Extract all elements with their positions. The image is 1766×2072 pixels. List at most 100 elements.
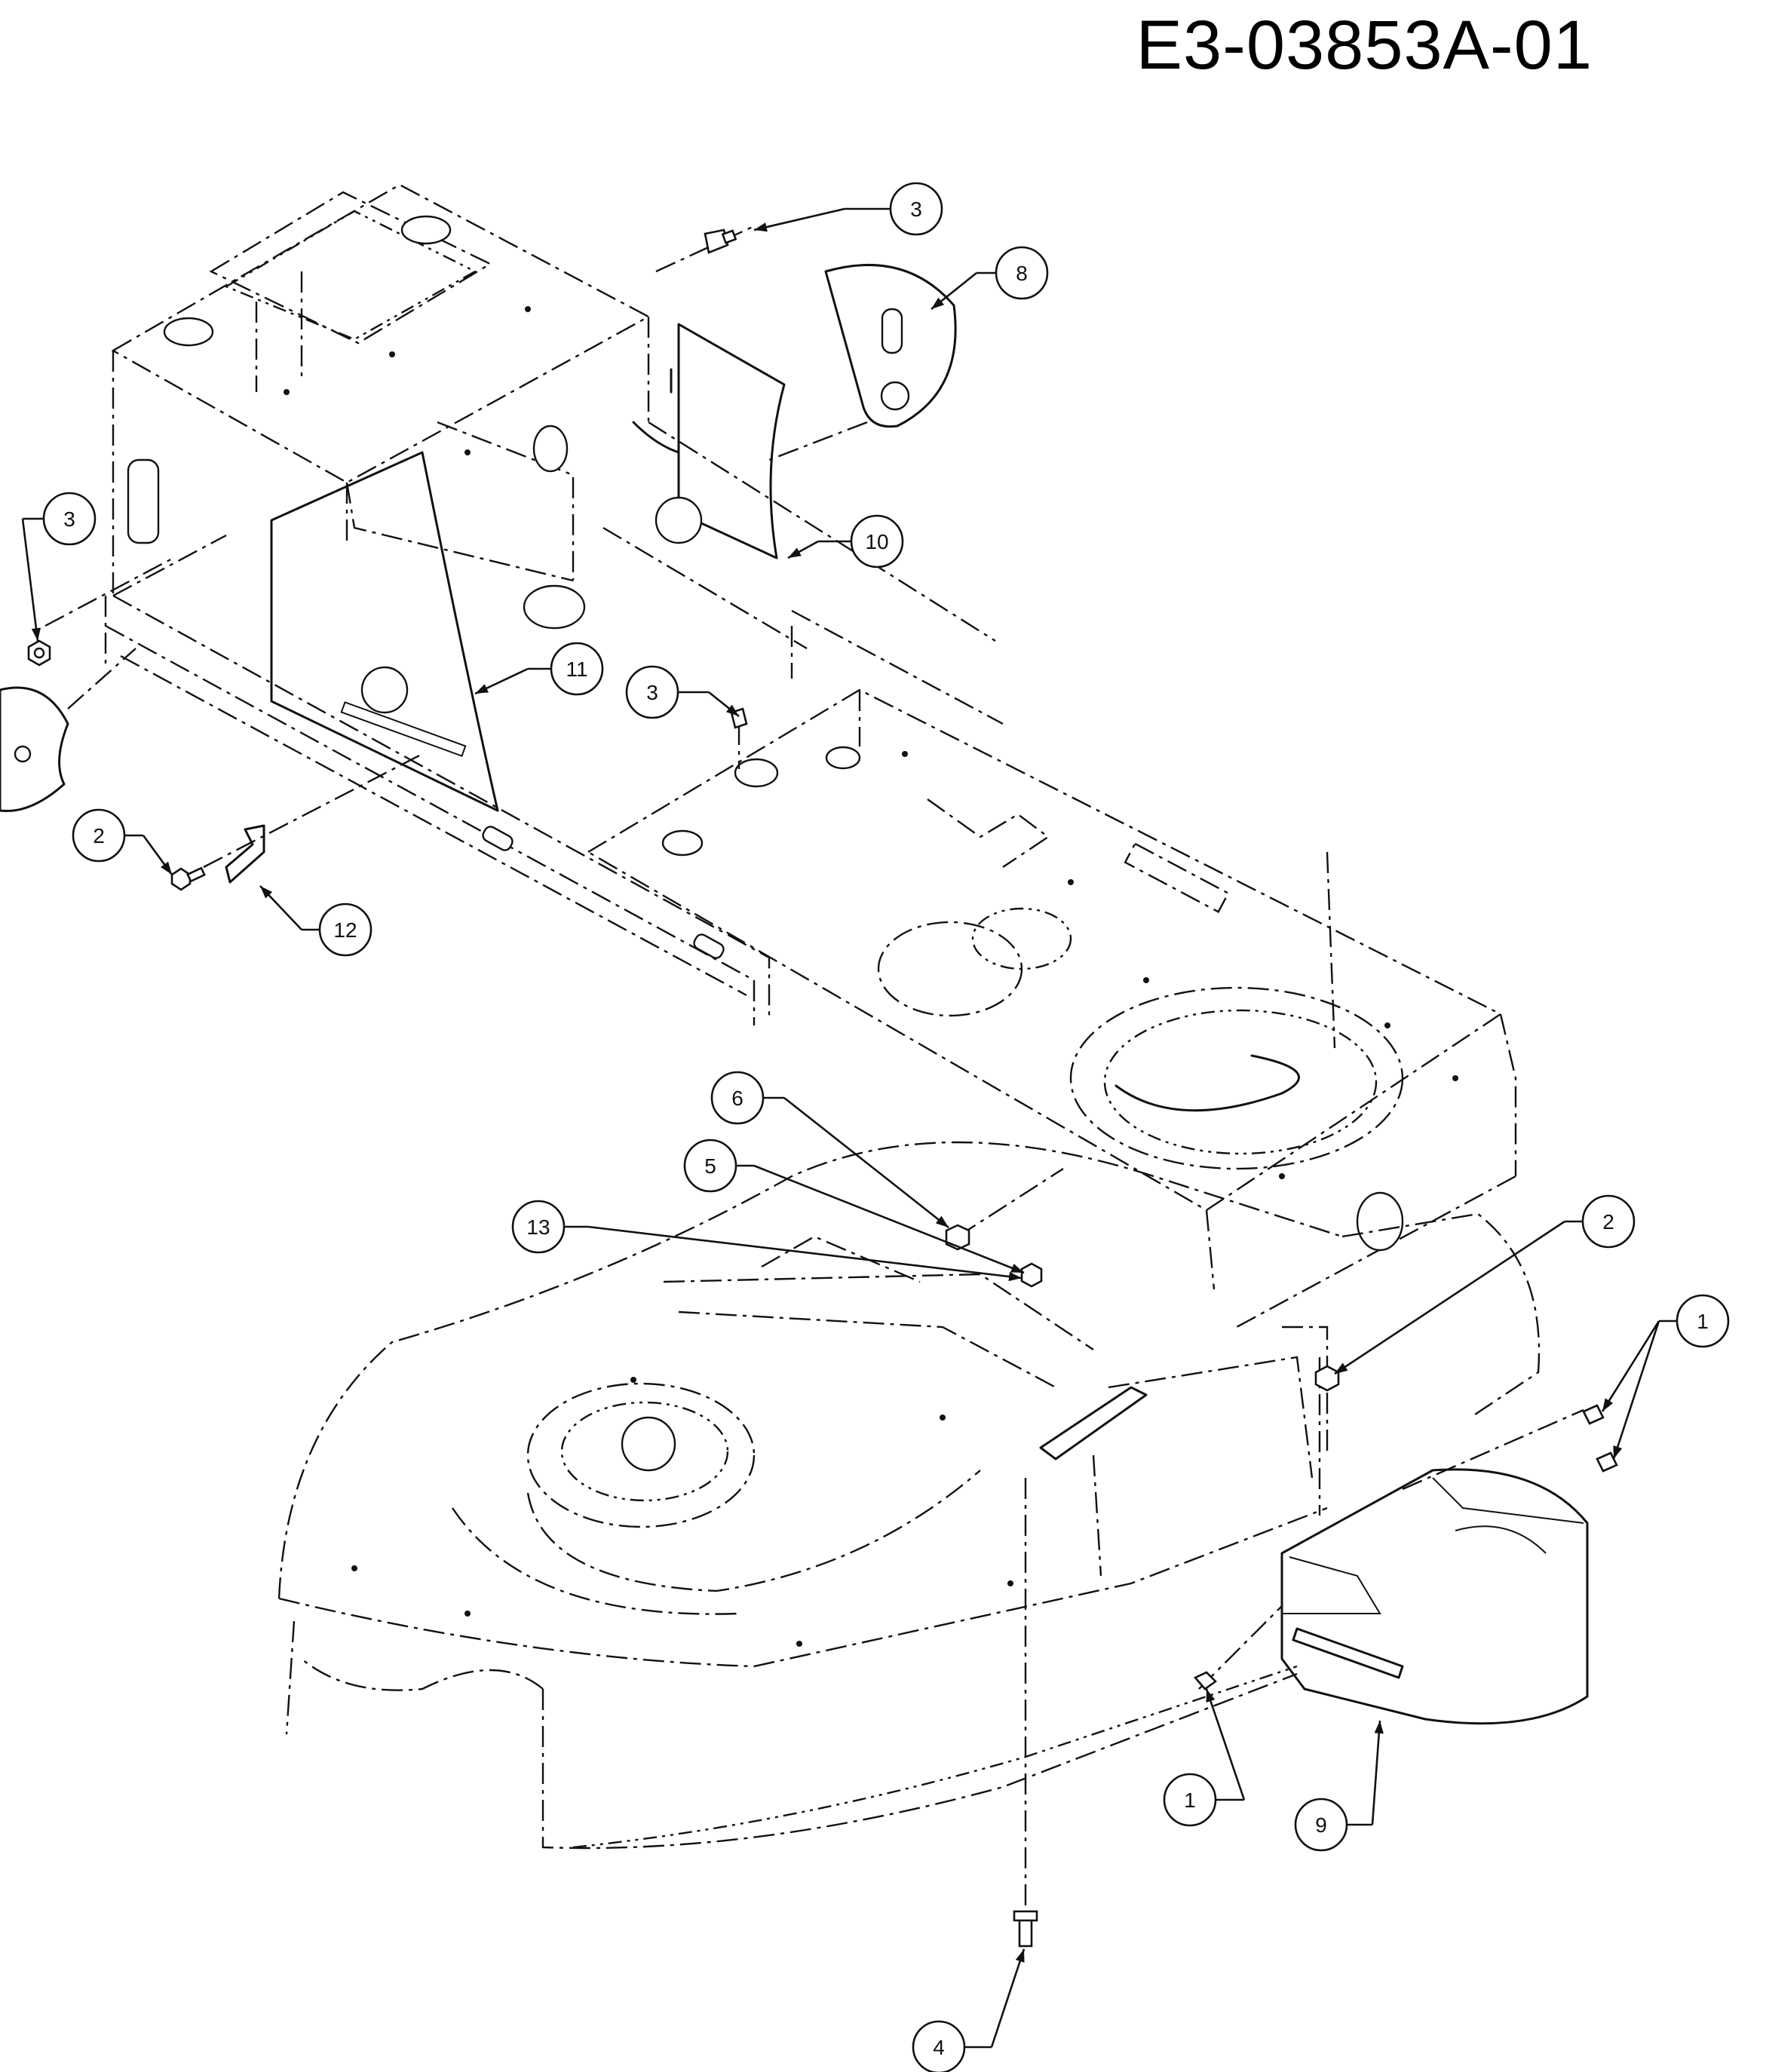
callout-label: 3 <box>910 198 922 221</box>
bolt-4 <box>1013 1910 1038 1948</box>
leader-arrow <box>935 1215 949 1228</box>
leader-arrow <box>1010 1264 1024 1273</box>
callout-3: 3 <box>753 182 943 236</box>
callout-2: 2 <box>1334 1194 1636 1375</box>
callout-circle <box>683 1139 737 1193</box>
bolt-1-middle <box>1596 1451 1618 1473</box>
callout-circle <box>550 642 604 696</box>
callout-1: 1 <box>1601 1294 1730 1460</box>
bolt-2-left <box>170 866 206 891</box>
callout-circle <box>1294 1798 1348 1852</box>
leader-line <box>1334 1220 1565 1375</box>
leader-arrow <box>260 886 273 899</box>
callout-label: 10 <box>865 530 888 553</box>
callout-circle <box>1581 1194 1636 1249</box>
callout-label: 3 <box>63 507 75 531</box>
leader-line <box>1601 1320 1660 1412</box>
callout-label: 8 <box>1016 262 1028 285</box>
callout-label: 2 <box>93 824 105 847</box>
callout-label: 1 <box>1697 1310 1709 1333</box>
leader-arrow <box>1613 1445 1623 1459</box>
discharge-chute-9 <box>1280 1468 1589 1725</box>
side-bracket-10 <box>632 323 786 559</box>
callout-label: 5 <box>704 1154 716 1178</box>
callout-10: 10 <box>787 514 904 569</box>
leader-line <box>753 1164 1025 1274</box>
callout-8: 8 <box>931 246 1049 311</box>
mower-deck <box>277 1141 1541 1850</box>
callout-5: 5 <box>683 1139 1025 1274</box>
leader-arrow <box>1008 1271 1022 1282</box>
callout-label: 4 <box>933 2036 945 2059</box>
callout-label: 1 <box>1184 1788 1196 1812</box>
callout-circle <box>1163 1773 1217 1827</box>
leader-arrow <box>161 861 172 875</box>
leader-arrow <box>725 704 739 716</box>
small-plate-left <box>0 686 69 813</box>
leader-line <box>753 207 845 231</box>
callout-circle <box>889 182 943 236</box>
callout-circle <box>995 246 1049 300</box>
leader-arrow <box>31 627 41 641</box>
plate-8 <box>824 263 957 428</box>
assembly-lines <box>44 225 1584 1915</box>
callout-label: 3 <box>646 681 658 704</box>
bolt-1-upper <box>1582 1404 1605 1425</box>
bolt-1-lower <box>1193 1671 1218 1690</box>
leader-line <box>990 1948 1026 2048</box>
callout-12: 12 <box>259 885 373 957</box>
callout-3: 3 <box>21 492 97 642</box>
leader-arrow <box>1374 1721 1384 1734</box>
leader-arrow <box>1015 1949 1025 1963</box>
bolt-2-right <box>1314 1365 1340 1392</box>
callout-circle <box>511 1200 566 1254</box>
callout-2: 2 <box>72 808 173 875</box>
callout-label: 12 <box>333 918 357 942</box>
callout-label: 11 <box>566 657 587 681</box>
rear-frame-box <box>111 183 651 630</box>
side-shield-11 <box>270 451 499 812</box>
fasteners <box>27 228 1618 1948</box>
callout-circle <box>710 1071 765 1125</box>
callout-circle <box>850 514 904 569</box>
leader-line <box>1612 1320 1660 1460</box>
callout-circle <box>625 665 679 719</box>
callout-4: 4 <box>912 1948 1026 2072</box>
callout-circle <box>318 903 373 957</box>
leader-arrow <box>1602 1398 1614 1411</box>
callout-circle <box>1676 1294 1730 1348</box>
leader-line <box>21 518 39 642</box>
clip-bracket-12 <box>225 824 265 884</box>
right-frame-rail <box>602 421 1004 725</box>
callout-11: 11 <box>474 642 604 696</box>
leader-arrow <box>1335 1362 1348 1374</box>
callout-13: 13 <box>511 1200 1023 1282</box>
callout-circle <box>72 808 126 863</box>
callout-circle <box>912 2020 966 2072</box>
callout-circle <box>42 492 97 546</box>
leader-arrow <box>1206 1689 1216 1703</box>
leader-line <box>587 1225 1023 1280</box>
bolt-3-top <box>704 228 737 254</box>
drawing-number: E3-03853A-01 <box>1136 7 1593 84</box>
callout-3: 3 <box>625 665 740 719</box>
leader-arrow <box>788 547 802 558</box>
callout-9: 9 <box>1294 1720 1384 1852</box>
leader-arrow <box>754 222 768 232</box>
bolt-5 <box>1020 1262 1043 1288</box>
leader-line <box>1205 1688 1246 1801</box>
leader-arrow <box>931 297 945 309</box>
nut-3-left <box>27 639 51 667</box>
leader-line <box>783 1096 949 1229</box>
callout-label: 2 <box>1602 1210 1614 1234</box>
front-frame-plate <box>586 688 1517 1329</box>
leader-line <box>1371 1720 1381 1825</box>
callout-label: 13 <box>526 1215 550 1239</box>
callout-label: 9 <box>1315 1813 1327 1837</box>
callout-label: 6 <box>731 1087 743 1110</box>
leader-arrow <box>475 684 489 694</box>
left-frame-rail <box>104 594 771 1025</box>
callout-6: 6 <box>710 1071 949 1229</box>
